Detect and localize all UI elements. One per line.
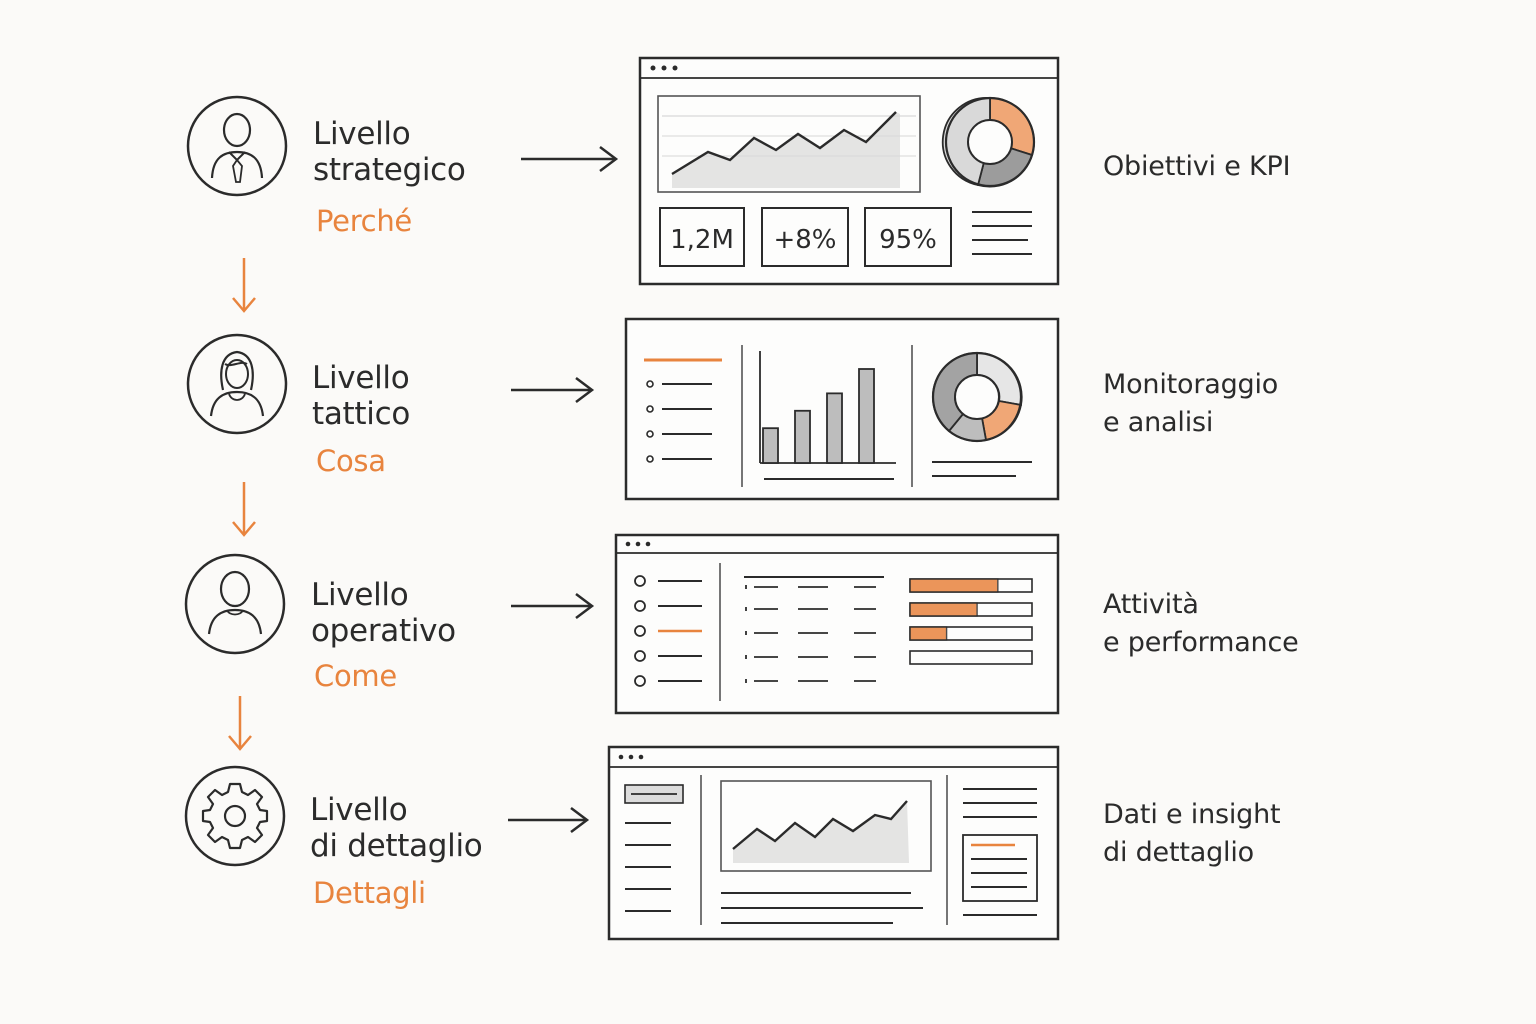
donut-chart-strategic — [941, 96, 1036, 188]
progress-track — [909, 650, 1033, 665]
level-tag-operational: Come — [314, 659, 397, 693]
arrow-down-icon — [228, 696, 252, 751]
donut-chart-tactical — [931, 351, 1023, 443]
progress-fill — [909, 626, 948, 641]
tactical-dashboard — [624, 317, 1062, 503]
level-title-detail: Livello di dettaglio — [310, 792, 483, 864]
level-title-tactical: Livello tattico — [312, 360, 410, 432]
detail-dashboard — [607, 745, 1062, 943]
level-tag-detail: Dettagli — [313, 876, 426, 910]
bar — [858, 368, 875, 464]
arrow-right-icon — [511, 377, 595, 403]
strategic-dashboard: 1,2M +8% 95% — [638, 56, 1062, 288]
arrow-down-icon — [232, 482, 256, 537]
description-operational: Attività e performance — [1103, 589, 1299, 658]
manager-icon — [185, 332, 289, 436]
description-tactical: Monitoraggio e analisi — [1103, 369, 1279, 438]
arrow-right-icon — [521, 146, 619, 172]
executive-icon — [185, 94, 289, 198]
progress-fill — [909, 602, 978, 617]
kpi-value-1: 1,2M — [670, 225, 734, 255]
level-title-operational: Livello operativo — [311, 577, 456, 649]
bar — [794, 409, 811, 464]
arrow-right-icon — [511, 593, 595, 619]
description-strategic: Obiettivi e KPI — [1103, 151, 1291, 182]
gear-icon — [183, 764, 287, 868]
description-detail: Dati e insight di dettaglio — [1103, 799, 1281, 868]
arrow-right-icon — [508, 807, 590, 833]
operational-dashboard — [614, 533, 1062, 717]
bar — [762, 427, 779, 464]
level-tag-strategic: Perché — [316, 204, 412, 238]
kpi-value-3: 95% — [879, 225, 937, 255]
level-tag-tactical: Cosa — [316, 444, 386, 478]
level-title-strategic: Livello strategico — [313, 116, 466, 188]
arrow-down-icon — [232, 258, 256, 313]
progress-bars — [909, 578, 1033, 665]
bar-chart-tactical — [759, 351, 896, 464]
progress-fill — [909, 578, 999, 593]
bar — [826, 392, 843, 464]
kpi-value-2: +8% — [773, 225, 836, 255]
operator-icon — [183, 552, 287, 656]
